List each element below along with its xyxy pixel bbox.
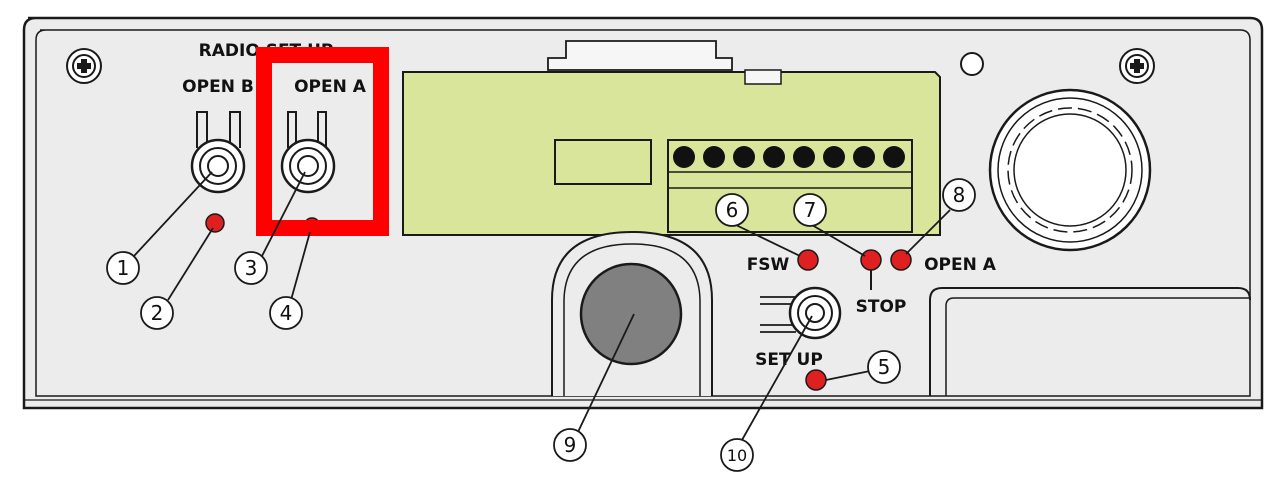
open-b-label: OPEN B — [182, 77, 254, 97]
rotary-knob[interactable] — [579, 262, 683, 366]
board-chip — [554, 139, 652, 185]
highlight-box — [256, 47, 389, 236]
callout-6: 6 — [715, 193, 749, 227]
svg-text:7: 7 — [804, 198, 817, 222]
small-hole — [960, 52, 984, 76]
callout-8: 8 — [942, 178, 976, 212]
connector-tab — [547, 40, 733, 71]
svg-text:9: 9 — [564, 433, 577, 457]
set-up-led — [805, 369, 827, 391]
callout-4: 4 — [269, 296, 303, 330]
stop-led — [860, 249, 882, 271]
svg-text:4: 4 — [280, 301, 293, 325]
stop-label: STOP — [856, 297, 907, 317]
svg-text:10: 10 — [727, 446, 747, 465]
open-a-top-label: OPEN A — [294, 77, 367, 97]
fsw-label: FSW — [747, 255, 790, 275]
set-up-label: SET UP — [755, 350, 823, 370]
open-a-button[interactable] — [280, 111, 336, 194]
speaker-grille-icon — [988, 88, 1152, 252]
terminal-block — [667, 139, 913, 233]
svg-text:3: 3 — [245, 256, 258, 280]
svg-text:1: 1 — [117, 256, 130, 280]
svg-text:8: 8 — [953, 183, 966, 207]
callout-3: 3 — [234, 251, 268, 285]
open-a-led-label: OPEN A — [924, 255, 997, 275]
callout-7: 7 — [793, 193, 827, 227]
lower-right-compartment — [929, 287, 1251, 396]
callout-leaders — [133, 171, 951, 441]
screw-left-icon — [66, 48, 102, 84]
svg-text:5: 5 — [878, 355, 891, 379]
screw-right-icon — [1119, 48, 1155, 84]
svg-text:2: 2 — [151, 301, 164, 325]
fsw-led — [797, 249, 819, 271]
callout-1: 1 — [106, 251, 140, 285]
svg-text:6: 6 — [726, 198, 739, 222]
open-a-led — [890, 249, 912, 271]
callout-5: 5 — [867, 350, 901, 384]
callout-9: 9 — [553, 428, 587, 462]
radio-led — [205, 213, 225, 233]
callout-10: 10 — [720, 438, 754, 472]
callout-2: 2 — [140, 296, 174, 330]
